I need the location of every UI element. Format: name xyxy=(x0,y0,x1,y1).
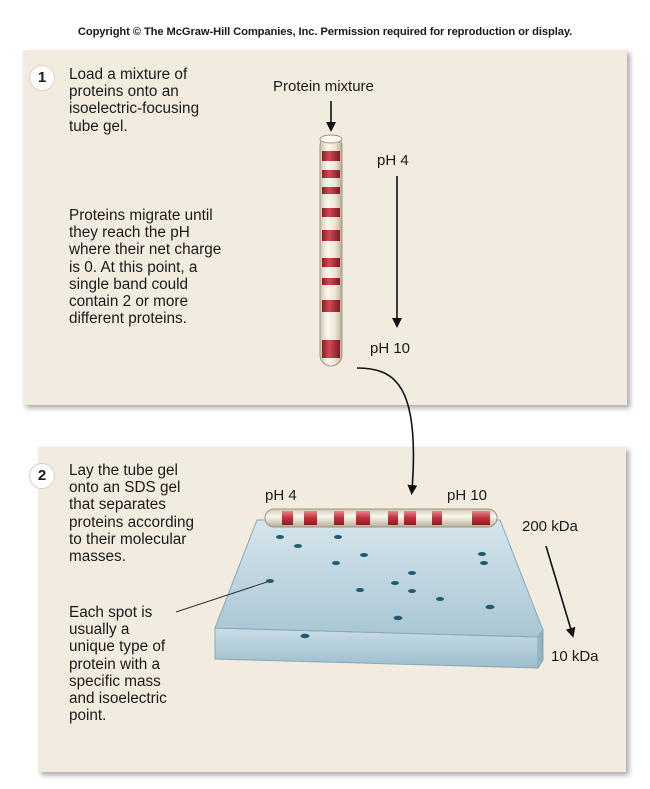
copyright-notice: Copyright © The McGraw-Hill Companies, I… xyxy=(77,26,573,38)
protein-spot xyxy=(360,553,368,557)
isoelectric-focusing-tube-gel xyxy=(319,134,343,367)
step-2-number: 2 xyxy=(30,464,54,488)
protein-spot xyxy=(391,581,399,585)
protein-spot xyxy=(408,571,416,575)
spot-explanation: Each spot is usually a unique type of pr… xyxy=(69,604,167,725)
protein-band xyxy=(282,511,293,525)
protein-band xyxy=(356,511,370,525)
protein-spot xyxy=(393,615,403,621)
protein-spot xyxy=(478,552,486,556)
sds-ph-10-label: pH 10 xyxy=(447,487,488,504)
protein-band xyxy=(322,278,340,285)
protein-spot xyxy=(408,589,416,593)
protein-mixture-label: Protein mixture xyxy=(273,78,374,95)
protein-band xyxy=(334,511,344,525)
protein-spot xyxy=(356,588,364,592)
protein-spot xyxy=(480,561,488,565)
protein-spot xyxy=(485,604,495,610)
protein-band xyxy=(432,511,442,525)
protein-band xyxy=(322,170,340,178)
spot-pointer-line xyxy=(175,581,268,613)
protein-spot xyxy=(276,535,284,539)
protein-spots xyxy=(266,535,495,639)
step-1-explanation: Proteins migrate until they reach the pH… xyxy=(69,207,222,328)
protein-band xyxy=(322,208,340,217)
mass-gradient-arrow xyxy=(545,545,576,638)
step-2-instruction: Lay the tube gel onto an SDS gel that se… xyxy=(69,462,194,566)
protein-band xyxy=(322,300,340,312)
protein-band xyxy=(322,340,340,358)
mass-10-kda-label: 10 kDa xyxy=(551,648,599,665)
step-1-number: 1 xyxy=(30,66,54,90)
mass-200-kda-label: 200 kDa xyxy=(522,518,578,535)
protein-band xyxy=(404,511,416,525)
protein-band xyxy=(322,187,340,194)
protein-band xyxy=(322,230,340,241)
protein-band xyxy=(304,511,317,525)
protein-spot xyxy=(294,544,302,548)
horizontal-tube-gel xyxy=(264,508,498,528)
protein-band xyxy=(388,511,398,525)
protein-band xyxy=(472,511,490,525)
ph-4-label: pH 4 xyxy=(377,152,409,169)
protein-band xyxy=(322,258,340,267)
protein-spot xyxy=(300,633,310,639)
step-1-instruction: Load a mixture of proteins onto an isoel… xyxy=(69,66,200,135)
ph-10-label: pH 10 xyxy=(370,340,411,357)
protein-spot xyxy=(334,535,342,539)
protein-band xyxy=(322,151,340,161)
transfer-arrow xyxy=(356,367,418,495)
sds-ph-4-label: pH 4 xyxy=(265,487,297,504)
sds-slab-gel xyxy=(214,519,544,670)
protein-spot xyxy=(436,597,444,601)
protein-spot xyxy=(266,579,274,583)
protein-spot xyxy=(332,561,340,565)
